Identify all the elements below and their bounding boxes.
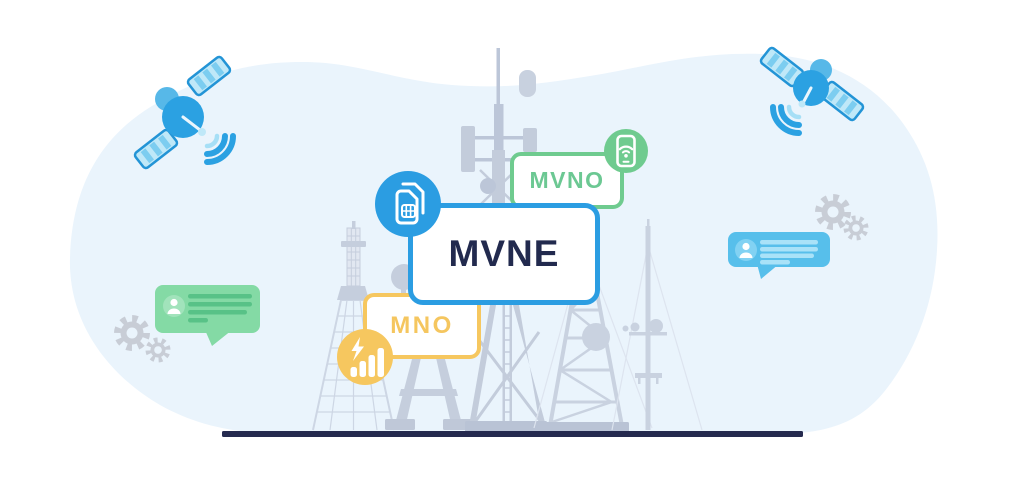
signal-waves-icon: [204, 133, 236, 165]
satellite-icon-left: [133, 55, 236, 170]
weather-mast: [611, 219, 703, 431]
mvne-label: MVNE: [448, 233, 560, 274]
gear-icons-left: [114, 315, 171, 363]
satellite-icon-right: [759, 46, 865, 136]
gear-icon: [145, 337, 171, 363]
smartphone-wifi-icon: [604, 129, 648, 173]
power-stats-icon: [337, 329, 393, 385]
gear-icon: [843, 215, 869, 241]
sim-card-icon: [375, 171, 441, 237]
mno-label: MNO: [390, 312, 454, 339]
chat-bubble-left: [155, 285, 260, 346]
gear-icon: [815, 194, 851, 230]
sim-card-glyph: [395, 182, 425, 225]
lattice-tower-center: [465, 305, 547, 432]
gear-icons-right: [815, 194, 869, 241]
guyed-tower-right: [533, 226, 653, 433]
mvno-label: MVNO: [529, 167, 605, 193]
smartphone-wifi-glyph: [616, 134, 636, 168]
ground-line: [222, 431, 803, 437]
mvne-card: MVNE: [408, 203, 600, 305]
gear-icon: [114, 315, 150, 351]
signal-waves-icon: [770, 104, 802, 136]
chat-bubble-right: [728, 232, 830, 279]
power-stats-glyph: [350, 337, 384, 377]
